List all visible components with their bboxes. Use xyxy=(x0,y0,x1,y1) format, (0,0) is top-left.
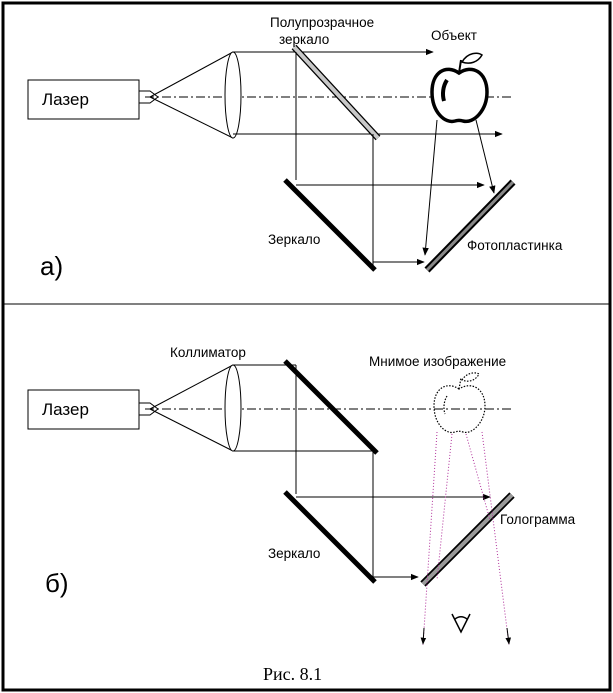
cone-lower-a xyxy=(149,96,234,139)
cone-upper-b xyxy=(149,364,234,410)
view-arrow-left xyxy=(420,627,427,645)
upper-mirror-b xyxy=(283,359,379,455)
cone-upper-a xyxy=(149,51,234,98)
photoplate-label: Фотопластинка xyxy=(467,238,563,253)
photoplate-inner-a xyxy=(425,180,515,272)
virtual-image-label: Мнимое изображение xyxy=(369,354,506,369)
laser-box-b xyxy=(27,389,140,430)
view-line-outer-left xyxy=(422,431,438,646)
figure-caption: Рис. 8.1 xyxy=(263,664,322,684)
apple-object-icon xyxy=(430,52,489,124)
hologram-label: Голограмма xyxy=(500,512,576,527)
panel-b: Лазер xyxy=(27,345,576,646)
panel-a-tag: а) xyxy=(40,251,63,281)
object-label: Объект xyxy=(431,28,477,43)
collimator-lens-a xyxy=(224,51,242,139)
object-ray-left-a xyxy=(422,119,438,256)
mirror-a xyxy=(283,178,377,272)
laser-label-a: Лазер xyxy=(42,90,89,109)
virtual-apple-icon xyxy=(433,372,486,434)
laser-box-a xyxy=(27,79,140,120)
semi-mirror-fill-a xyxy=(292,45,380,140)
cone-lower-b xyxy=(149,408,234,452)
semi-mirror-label-line2: зеркало xyxy=(279,32,329,47)
eye-icon xyxy=(451,613,471,634)
semi-mirror-label-line1: Полупрозрачное xyxy=(270,15,374,30)
mirror-label-b: Зеркало xyxy=(268,546,320,561)
view-arrow-right xyxy=(505,627,511,645)
laser-label-b: Лазер xyxy=(42,400,89,419)
panel-a: Лазер xyxy=(27,15,563,281)
mirror-label-a: Зеркало xyxy=(268,232,320,247)
object-ray-right-a xyxy=(475,119,496,194)
collimator-lens-b xyxy=(224,364,242,452)
panel-b-tag: б) xyxy=(45,568,69,598)
view-line-inner-left xyxy=(436,433,453,581)
collimator-label: Коллиматор xyxy=(170,345,246,360)
lower-mirror-b xyxy=(283,490,377,584)
